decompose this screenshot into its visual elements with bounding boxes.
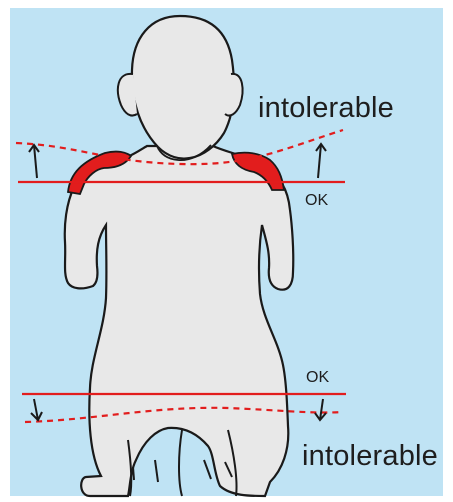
bottom-intolerable-label: intolerable xyxy=(302,440,438,473)
top-ok-label: OK xyxy=(305,192,328,210)
top-intolerable-label: intolerable xyxy=(258,92,394,125)
bottom-ok-label: OK xyxy=(306,369,329,387)
spine-dash-1 xyxy=(133,467,134,480)
